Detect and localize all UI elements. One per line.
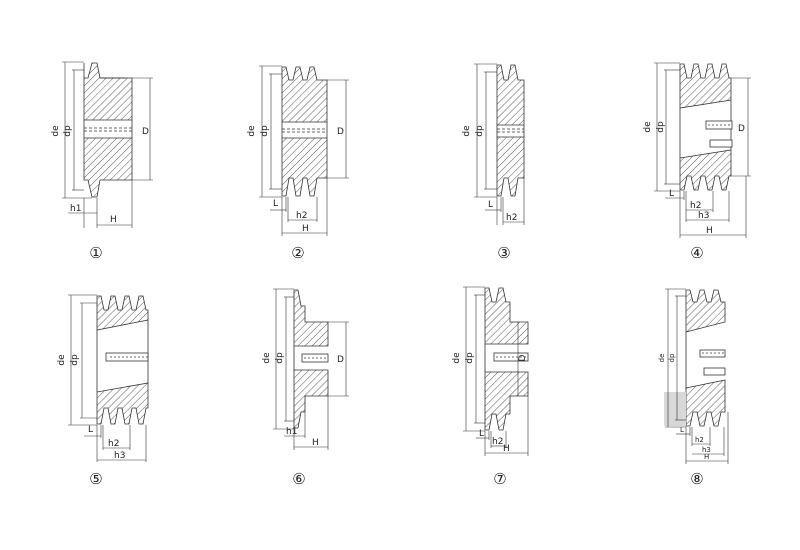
pulley-3: de dp L h2 ③ [462,63,525,262]
pulley-6-label-de: de [262,352,272,364]
pulley-6-label-h1: h1 [286,427,297,437]
pulley-4: de dp D L h2 h3 H ④ [643,62,751,262]
pulley-8-label-h2: h2 [695,436,704,444]
pulley-8-shaded-area [664,392,686,426]
pulley-8-section [664,289,726,427]
pulley-5-number: ⑤ [89,470,102,488]
pulley-2-label-H: H [302,224,309,234]
pulley-3-label-h2: h2 [506,213,517,223]
pulley-6: de dp D h1 H ⑥ [262,288,349,488]
pulley-5-label-dp: dp [70,354,80,366]
pulley-6-label-dp: dp [275,352,285,364]
pulley-1-label-dp: dp [63,125,73,137]
pulley-2-label-dp: dp [260,125,270,137]
pulley-4-dimensions [654,62,751,238]
pulley-6-section [293,289,329,429]
pulley-6-label-D: D [337,355,344,365]
pulley-8-label-h3: h3 [702,446,711,454]
pulley-1-number: ① [89,244,102,262]
pulley-4-label-de: de [643,121,653,133]
pulley-5-section [96,295,149,425]
pulley-2-label-de: de [247,125,257,137]
pulley-3-section [496,64,525,197]
pulley-7: de dp D L h2 H ⑦ [452,286,529,488]
pulley-2-dimensions [259,65,349,236]
pulley-4-label-H: H [706,226,713,236]
pulley-4-label-L: L [669,189,674,199]
pulley-8-label-H: H [704,453,709,461]
pulley-7-dimensions [463,286,529,456]
pulley-7-label-H: H [503,444,510,454]
pulley-8-label-dp: dp [668,353,676,362]
pulley-8: de dp L h2 h3 H ⑧ [658,288,729,488]
pulley-8-label-L: L [680,426,684,434]
pulley-4-label-dp: dp [656,121,666,133]
pulley-4-label-D: D [738,124,745,134]
pulley-7-label-de: de [452,352,462,364]
pulley-1-dimensions [62,61,153,228]
pulley-6-label-H: H [312,438,319,448]
pulley-1-label-D: D [142,127,149,137]
pulley-7-number: ⑦ [493,470,506,488]
pulley-7-section [484,287,529,431]
pulley-3-label-dp: dp [475,125,485,137]
pulley-4-label-h3: h3 [698,211,709,221]
pulley-1-section [83,62,133,198]
pulley-8-dimensions [665,288,729,464]
pulley-3-number: ③ [497,244,510,262]
pulley-7-label-L: L [479,429,484,439]
pulley-6-dimensions [273,288,349,450]
pulley-2-number: ② [291,244,304,262]
pulley-1: de dp D h1 H ① [51,61,153,262]
pulley-4-section [679,63,733,191]
pulley-5-label-h2: h2 [108,439,119,449]
pulley-4-label-h2: h2 [690,201,701,211]
pulley-2-label-h2: h2 [296,211,307,221]
pulley-2-label-L: L [273,199,278,209]
pulley-8-label-de: de [658,354,666,363]
pulley-8-number: ⑧ [690,470,703,488]
pulley-2: de dp D L h2 H ② [247,65,349,262]
pulley-3-label-de: de [462,125,472,137]
pulley-7-label-dp: dp [465,352,475,364]
pulley-4-number: ④ [690,244,703,262]
pulley-6-number: ⑥ [292,470,305,488]
pulley-2-section [281,66,328,197]
pulley-3-label-L: L [488,200,493,210]
pulley-7-label-D: D [518,354,528,361]
pulley-5-label-de: de [57,354,67,366]
pulley-3-dimensions [474,63,525,225]
pulley-5-label-L: L [88,425,93,435]
pulley-1-label-de: de [51,125,61,137]
pulley-2-label-D: D [337,127,344,137]
pulley-1-label-h1: h1 [70,204,81,214]
pulley-5-label-h3: h3 [114,451,125,461]
pulley-1-label-H: H [110,215,117,225]
pulley-7-label-h2: h2 [492,437,503,447]
pulley-5-dimensions [68,294,147,462]
pulley-5: de dp L h2 h3 ⑤ [57,294,149,488]
